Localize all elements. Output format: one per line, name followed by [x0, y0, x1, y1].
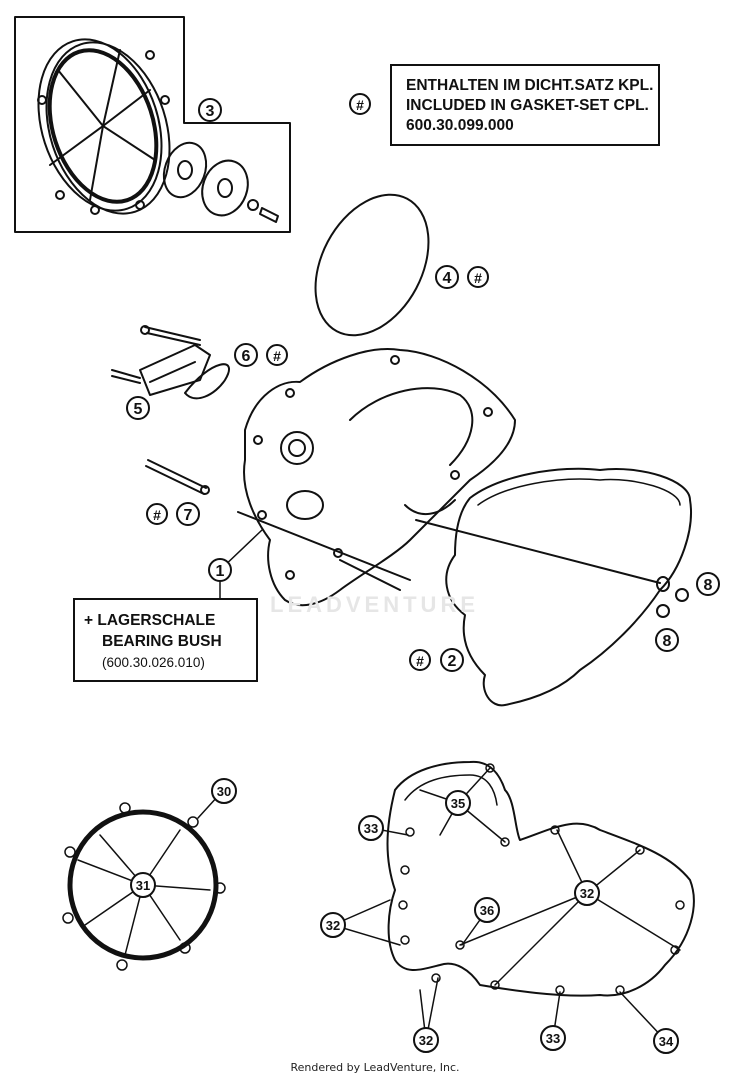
- svg-text:36: 36: [480, 903, 494, 918]
- gasket-note-line-2: INCLUDED IN GASKET-SET CPL.: [406, 97, 649, 114]
- svg-text:7: 7: [184, 507, 193, 524]
- gasket-32-36-inner: [404, 774, 498, 806]
- callout-8-lower: 8: [655, 628, 679, 652]
- callout-2: 2: [440, 648, 464, 672]
- bearing-note-line-1: + LAGERSCHALE: [84, 612, 216, 629]
- svg-text:34: 34: [659, 1034, 674, 1049]
- inset-frame: [14, 16, 291, 233]
- o-ring-4: [314, 193, 430, 337]
- svg-text:5: 5: [134, 401, 143, 418]
- gasket-2-inner: [477, 478, 681, 506]
- callout-5: 5: [126, 396, 150, 420]
- svg-text:8: 8: [663, 633, 672, 650]
- hash-6: #: [266, 344, 288, 366]
- svg-text:6: 6: [242, 348, 251, 365]
- bearing-bush-note: + LAGERSCHALE BEARING BUSH (600.30.026.0…: [73, 598, 258, 682]
- water-pump-cover-parts: [111, 325, 230, 400]
- callout-1: 1: [208, 558, 232, 582]
- watermark: LEADVENTURE: [270, 592, 479, 617]
- gasket-32-36-bolt-holes: [398, 763, 685, 995]
- svg-text:#: #: [474, 270, 482, 286]
- bearing-note-line-3: (600.30.026.010): [102, 655, 205, 670]
- svg-text:#: #: [273, 348, 281, 364]
- svg-text:31: 31: [136, 878, 150, 893]
- inspection-cover-discs: [162, 141, 279, 223]
- hash-4: #: [467, 266, 489, 288]
- svg-text:1: 1: [216, 563, 225, 580]
- leader-lines-lower: [332, 767, 681, 1042]
- callout-34: 34: [653, 1028, 679, 1054]
- svg-text:8: 8: [704, 577, 713, 594]
- gasket-note-line-1: ENTHALTEN IM DICHT.SATZ KPL.: [406, 77, 654, 94]
- callout-8-upper: 8: [696, 572, 720, 596]
- svg-text:32: 32: [580, 886, 594, 901]
- svg-text:33: 33: [546, 1031, 560, 1046]
- callout-31: 31: [130, 872, 156, 898]
- callout-33-upper: 33: [358, 815, 384, 841]
- bearing-note-line-2: BEARING BUSH: [102, 633, 222, 650]
- hash-2: #: [409, 649, 431, 671]
- footer-credit: Rendered by LeadVenture, Inc.: [290, 1061, 460, 1074]
- clutch-cover-illustration: [37, 38, 171, 215]
- dowel-pins-8: [415, 519, 689, 618]
- callout-6: 6: [234, 343, 258, 367]
- hash-7: #: [146, 503, 168, 525]
- svg-text:#: #: [153, 507, 161, 523]
- svg-text:4: 4: [443, 270, 452, 287]
- svg-text:#: #: [356, 97, 364, 113]
- gasket-32-36: [386, 760, 695, 997]
- svg-text:3: 3: [206, 103, 215, 120]
- callout-35: 35: [445, 790, 471, 816]
- callout-32-bottom: 32: [413, 1027, 439, 1053]
- svg-text:#: #: [416, 653, 424, 669]
- svg-text:30: 30: [217, 784, 231, 799]
- callout-3: 3: [198, 98, 222, 122]
- callout-32-right: 32: [574, 880, 600, 906]
- callout-32-left: 32: [320, 912, 346, 938]
- callout-hash-note: #: [349, 93, 371, 115]
- svg-text:2: 2: [448, 653, 457, 670]
- callout-30: 30: [211, 778, 237, 804]
- gasket-2: [445, 467, 692, 707]
- svg-text:35: 35: [451, 796, 465, 811]
- gasket-note-line-3: 600.30.099.000: [406, 117, 514, 134]
- gasket-set-note: ENTHALTEN IM DICHT.SATZ KPL. INCLUDED IN…: [390, 64, 660, 146]
- svg-text:32: 32: [326, 918, 340, 933]
- svg-text:32: 32: [419, 1033, 433, 1048]
- clutch-cover-1: [243, 348, 516, 607]
- callout-36: 36: [474, 897, 500, 923]
- svg-text:33: 33: [364, 821, 378, 836]
- callout-4: 4: [435, 265, 459, 289]
- callout-7: 7: [176, 502, 200, 526]
- callout-33-lower: 33: [540, 1025, 566, 1051]
- bolt-7: [145, 459, 411, 581]
